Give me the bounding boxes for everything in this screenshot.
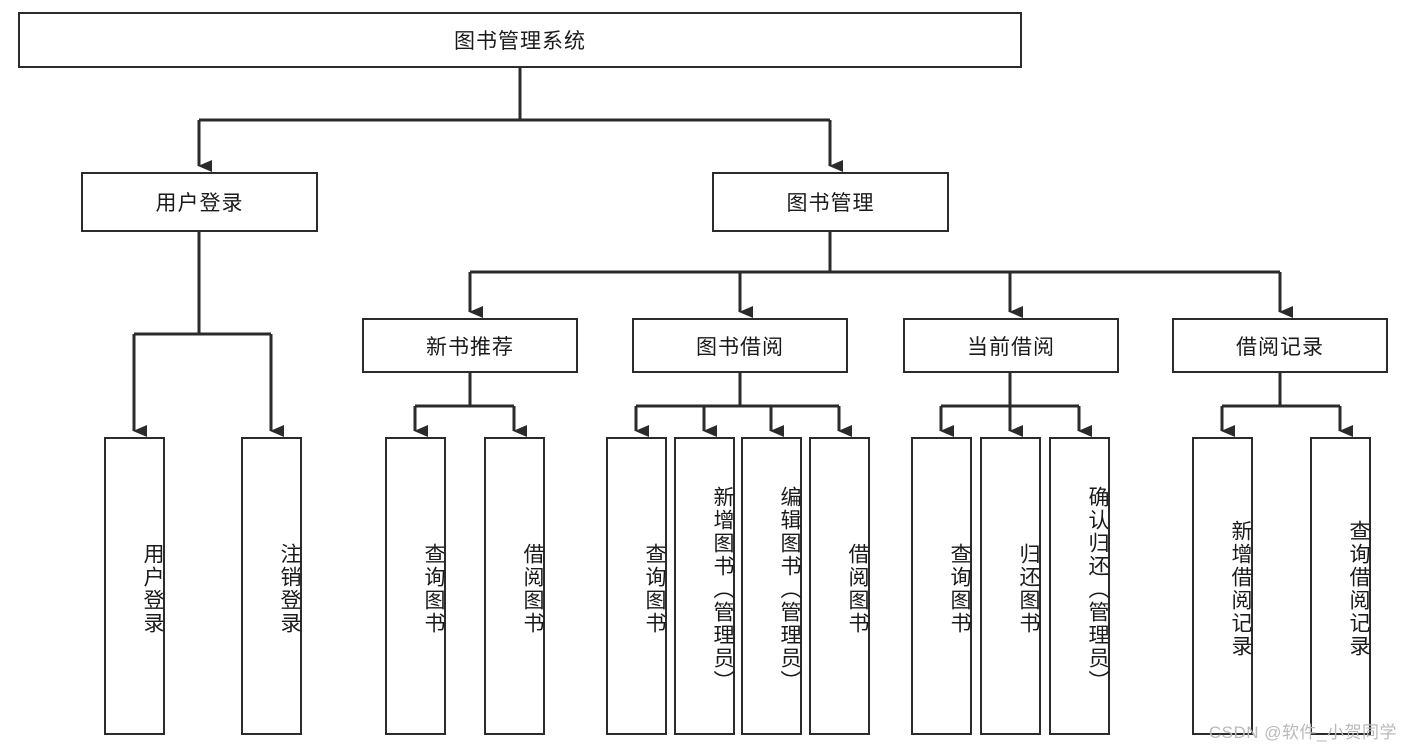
- leaf-user-login-logout[interactable]: 注销登录: [241, 437, 302, 735]
- node-borrow-record[interactable]: 借阅记录: [1172, 318, 1388, 373]
- leaf-borrow-edit-book-admin[interactable]: 编辑图书（管理员）: [741, 437, 802, 735]
- leaf-borrow-borrow-book[interactable]: 借阅图书: [809, 437, 870, 735]
- node-root-system[interactable]: 图书管理系统: [18, 12, 1022, 68]
- node-label: 新增图书（管理员）: [711, 485, 734, 693]
- node-label: 新增借阅记录: [1229, 520, 1252, 658]
- node-label: 归还图书: [1017, 543, 1040, 635]
- leaf-borrow-query-book[interactable]: 查询图书: [606, 437, 667, 735]
- node-book-management[interactable]: 图书管理: [712, 172, 949, 232]
- node-label: 新书推荐: [426, 335, 514, 359]
- node-label: 当前借阅: [967, 335, 1055, 359]
- leaf-current-query-book[interactable]: 查询图书: [911, 437, 972, 735]
- node-label: 用户登录: [155, 192, 244, 215]
- node-new-book-recommend[interactable]: 新书推荐: [362, 318, 578, 373]
- leaf-borrow-add-book-admin[interactable]: 新增图书（管理员）: [674, 437, 735, 735]
- leaf-user-login-login[interactable]: 用户登录: [104, 437, 165, 735]
- node-user-login[interactable]: 用户登录: [81, 172, 318, 232]
- node-label: 注销登录: [278, 543, 301, 635]
- watermark-text: CSDN @软件_小贺同学: [1208, 723, 1397, 742]
- leaf-current-return-book[interactable]: 归还图书: [980, 437, 1041, 735]
- node-label: 借阅图书: [846, 543, 869, 635]
- node-label: 编辑图书（管理员）: [778, 485, 801, 693]
- node-label: 查询图书: [643, 543, 666, 635]
- node-label: 确认归还（管理员）: [1086, 485, 1109, 693]
- node-label: 图书管理: [786, 192, 875, 215]
- node-book-borrow[interactable]: 图书借阅: [632, 318, 848, 373]
- node-label: 借阅记录: [1236, 335, 1324, 359]
- node-label: 用户登录: [141, 543, 164, 635]
- leaf-new-book-query[interactable]: 查询图书: [385, 437, 446, 735]
- leaf-current-confirm-return-admin[interactable]: 确认归还（管理员）: [1049, 437, 1110, 735]
- leaf-record-query-record[interactable]: 查询借阅记录: [1310, 437, 1371, 735]
- node-label: 查询图书: [948, 543, 971, 635]
- node-label: 查询借阅记录: [1347, 520, 1370, 658]
- node-label: 查询图书: [422, 543, 445, 635]
- node-label: 图书管理系统: [454, 30, 586, 53]
- leaf-record-add-record[interactable]: 新增借阅记录: [1192, 437, 1253, 735]
- leaf-new-book-borrow[interactable]: 借阅图书: [484, 437, 545, 735]
- node-label: 借阅图书: [521, 543, 544, 635]
- node-current-borrow[interactable]: 当前借阅: [903, 318, 1119, 373]
- node-label: 图书借阅: [696, 335, 784, 359]
